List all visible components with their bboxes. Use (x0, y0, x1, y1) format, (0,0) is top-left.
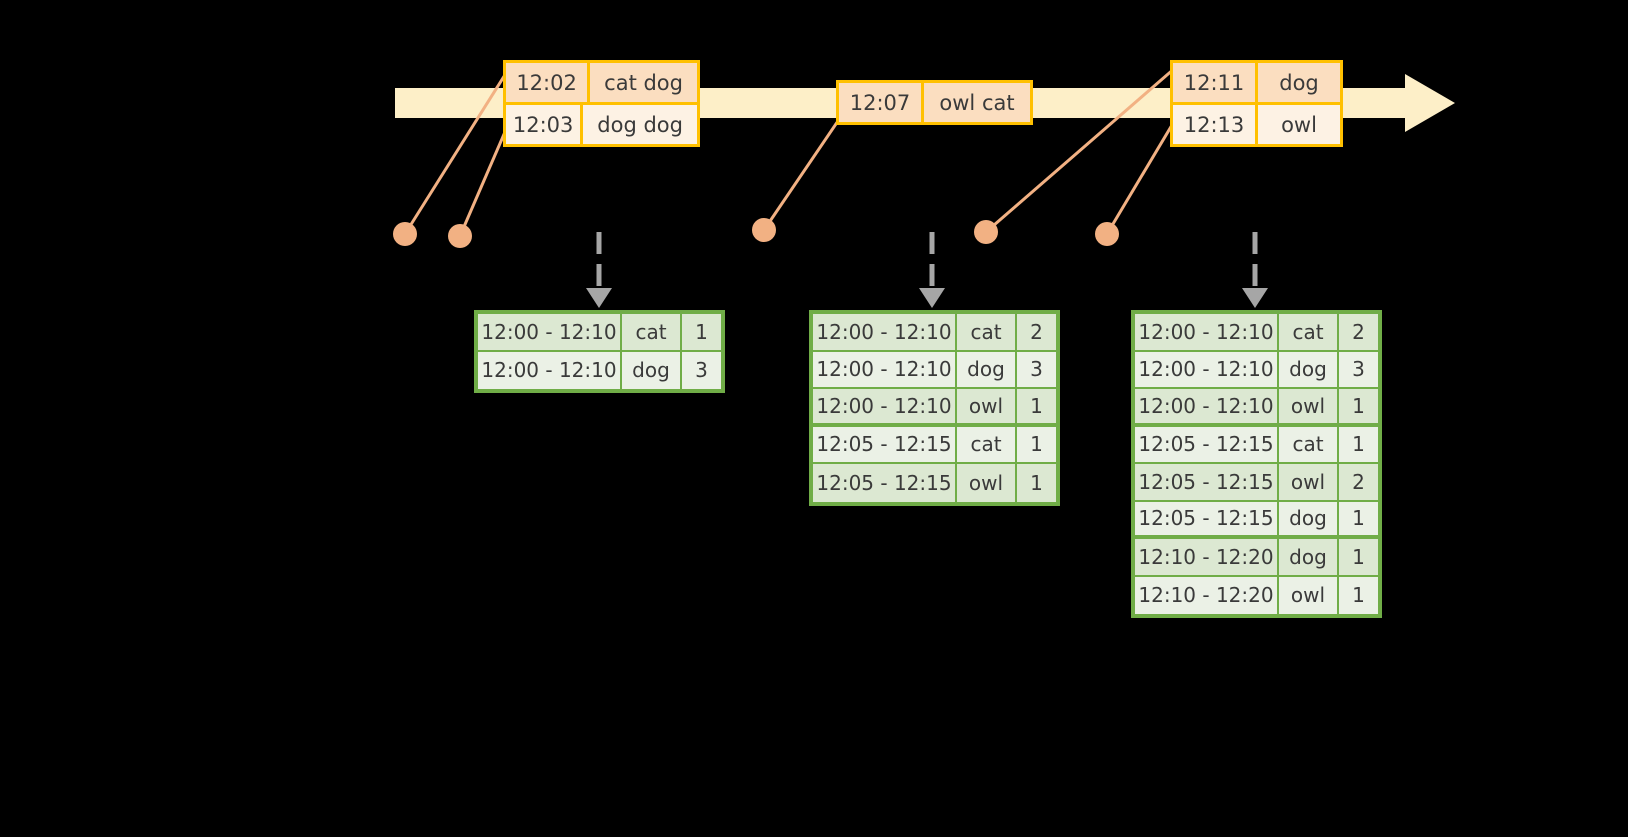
word-cell: owl (1279, 576, 1339, 614)
window-cell: 12:05 - 12:15 (1135, 426, 1279, 462)
word-cell: dog (1279, 351, 1339, 387)
connector-dot-5 (1095, 222, 1119, 246)
window-cell: 12:00 - 12:10 (813, 314, 957, 350)
event-time: 12:03 (506, 105, 584, 144)
window-cell: 12:00 - 12:10 (1135, 314, 1279, 350)
word-cell: owl (957, 389, 1017, 423)
count-cell: 3 (1352, 357, 1365, 382)
event-row: 12:07 owl cat (839, 83, 1030, 122)
count-cell: 3 (1030, 357, 1043, 382)
event-box[interactable]: 12:11 dog 12:13 owl (1170, 60, 1343, 147)
event-words: dog dog (597, 112, 683, 137)
connector-dot-2 (448, 224, 472, 248)
word-cell: dog (622, 351, 682, 389)
count-cell: 1 (1352, 393, 1365, 418)
timeline-arrowhead-icon (1405, 74, 1455, 132)
count-cell: 1 (1030, 432, 1043, 457)
word-cell: cat (957, 314, 1017, 350)
event-row: 12:03 dog dog (506, 102, 697, 144)
count-cell: 1 (1352, 583, 1365, 608)
count-cell: 2 (1030, 319, 1043, 344)
event-words: cat dog (604, 70, 683, 95)
window-cell: 12:00 - 12:10 (1135, 389, 1279, 423)
window-cell: 12:00 - 12:10 (1135, 351, 1279, 387)
event-row: 12:13 owl (1173, 102, 1340, 144)
count-cell: 1 (1352, 506, 1365, 531)
count-cell: 3 (695, 358, 708, 383)
count-cell: 1 (1352, 432, 1365, 457)
count-cell: 2 (1352, 319, 1365, 344)
event-words: dog (1279, 70, 1319, 95)
window-cell: 12:00 - 12:10 (813, 351, 957, 387)
count-cell: 1 (1030, 470, 1043, 495)
window-cell: 12:05 - 12:15 (813, 426, 957, 462)
window-cell: 12:00 - 12:10 (478, 351, 622, 389)
word-cell: cat (957, 426, 1017, 462)
word-cell: owl (1279, 464, 1339, 500)
word-cell: cat (622, 314, 682, 350)
word-cell: dog (1279, 539, 1339, 575)
window-cell: 12:00 - 12:10 (813, 389, 957, 423)
down-arrow-3 (1242, 232, 1268, 308)
event-time: 12:13 (1173, 105, 1258, 144)
count-cell: 2 (1352, 469, 1365, 494)
word-cell: owl (1279, 389, 1339, 423)
event-words: owl cat (939, 90, 1015, 115)
window-cell: 12:05 - 12:15 (813, 464, 957, 502)
window-cell: 12:05 - 12:15 (1135, 501, 1279, 535)
count-cell: 1 (1030, 393, 1043, 418)
window-cell: 12:10 - 12:20 (1135, 576, 1279, 614)
word-cell: owl (957, 464, 1017, 502)
event-time: 12:02 (506, 63, 591, 102)
event-time: 12:07 (839, 83, 924, 122)
count-cell: 1 (695, 319, 708, 344)
down-arrow-2 (919, 232, 945, 308)
window-cell: 12:05 - 12:15 (1135, 464, 1279, 500)
event-words: owl (1281, 112, 1317, 137)
connector-dot-3 (752, 218, 776, 242)
down-arrow-1 (586, 232, 612, 308)
connector-dot-4 (974, 220, 998, 244)
event-row: 12:11 dog (1173, 63, 1340, 102)
count-cell: 1 (1352, 544, 1365, 569)
word-cell: cat (1279, 314, 1339, 350)
event-box[interactable]: 12:07 owl cat (836, 80, 1033, 125)
word-cell: dog (1279, 501, 1339, 535)
window-cell: 12:10 - 12:20 (1135, 539, 1279, 575)
word-cell: cat (1279, 426, 1339, 462)
event-box[interactable]: 12:02 cat dog 12:03 dog dog (503, 60, 700, 147)
word-cell: dog (957, 351, 1017, 387)
connector-dot-1 (393, 222, 417, 246)
event-time: 12:11 (1173, 63, 1258, 102)
window-cell: 12:00 - 12:10 (478, 314, 622, 350)
event-row: 12:02 cat dog (506, 63, 697, 102)
